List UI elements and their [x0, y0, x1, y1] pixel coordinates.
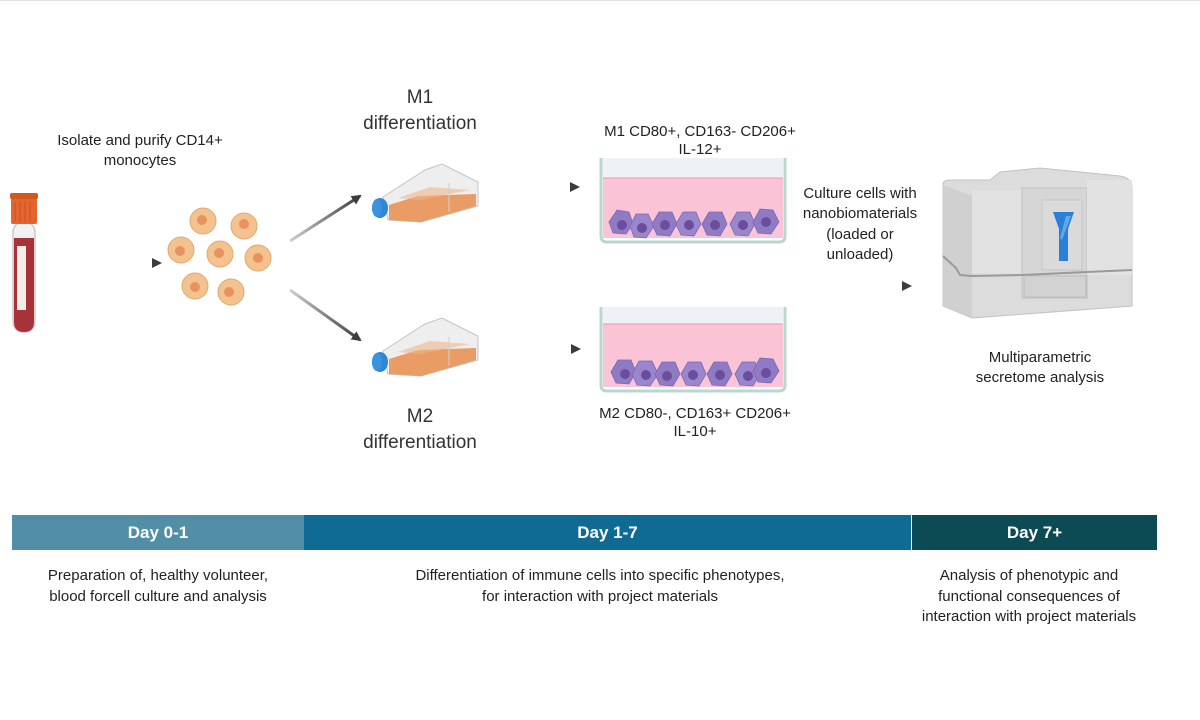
desc-line: Analysis of phenotypic and [939, 567, 1119, 584]
label-line: monocytes [103, 151, 177, 169]
label-line: Isolate and purify CD14+ [57, 132, 223, 149]
label-line: Multiparametric [988, 349, 1092, 366]
arrow-icon [289, 288, 362, 342]
secretome-analyzer-icon [942, 167, 1133, 319]
label-line: M2 [406, 406, 434, 427]
timeline-label: Day 7+ [1006, 522, 1063, 542]
arrow-icon [289, 194, 362, 243]
timeline-day7plus: Day 7+ [912, 515, 1157, 550]
timeline-day0-1: Day 0-1 [12, 515, 304, 550]
label-line: M2 CD80-, CD163+ CD206+ [599, 405, 791, 422]
timeline-desc-day7plus: Analysis of phenotypic and functional co… [900, 566, 1158, 628]
desc-line: Differentiation of immune cells into spe… [415, 567, 785, 584]
timeline-day1-7: Day 1-7 [304, 515, 911, 550]
desc-line: Preparation of, healthy volunteer, [47, 567, 269, 584]
culture-dish-icon [599, 307, 787, 393]
label-line: IL-12+ [678, 141, 722, 158]
label-line: M1 CD80+, CD163- CD206+ [604, 123, 796, 140]
culture-flask-icon [372, 317, 479, 377]
label-line: differentiation [363, 431, 477, 453]
label-line: IL-10+ [673, 423, 717, 440]
timeline-label: Day 0-1 [127, 522, 189, 542]
label-line: secretome analysis [975, 369, 1105, 387]
label-line: M1 [406, 87, 434, 108]
m1-markers-label: M1 CD80+, CD163- CD206+ IL-12+ [570, 123, 830, 159]
timeline-desc-day0-1: Preparation of, healthy volunteer, blood… [12, 566, 304, 607]
timeline-label: Day 1-7 [577, 522, 638, 542]
label-line: (loaded or [826, 225, 894, 243]
monocytes-icon [167, 207, 272, 306]
label-line: nanobiomaterials [802, 205, 918, 223]
m2-markers-label: M2 CD80-, CD163+ CD206+ IL-10+ [565, 405, 825, 441]
secretome-analysis-label: Multiparametric secretome analysis [950, 348, 1130, 389]
label-line: unloaded) [826, 245, 894, 263]
m2-differentiation-label: M2 differentiation [330, 404, 510, 455]
desc-line: blood forcell culture and analysis [49, 587, 267, 605]
desc-line: for interaction with project materials [482, 587, 718, 605]
blood-tube-icon [10, 193, 38, 333]
top-border [0, 0, 1200, 1]
culture-flask-icon [372, 163, 479, 223]
label-line: Culture cells with [803, 185, 917, 202]
isolate-monocytes-label: Isolate and purify CD14+ monocytes [40, 131, 240, 170]
timeline-desc-day1-7: Differentiation of immune cells into spe… [330, 566, 870, 607]
desc-line: functional consequences of [938, 587, 1120, 605]
culture-dish-icon [599, 158, 787, 244]
desc-line: interaction with project materials [921, 608, 1137, 626]
culture-cells-label: Culture cells with nanobiomaterials (loa… [790, 184, 930, 265]
m1-differentiation-label: M1 differentiation [330, 85, 510, 136]
label-line: differentiation [363, 112, 477, 134]
